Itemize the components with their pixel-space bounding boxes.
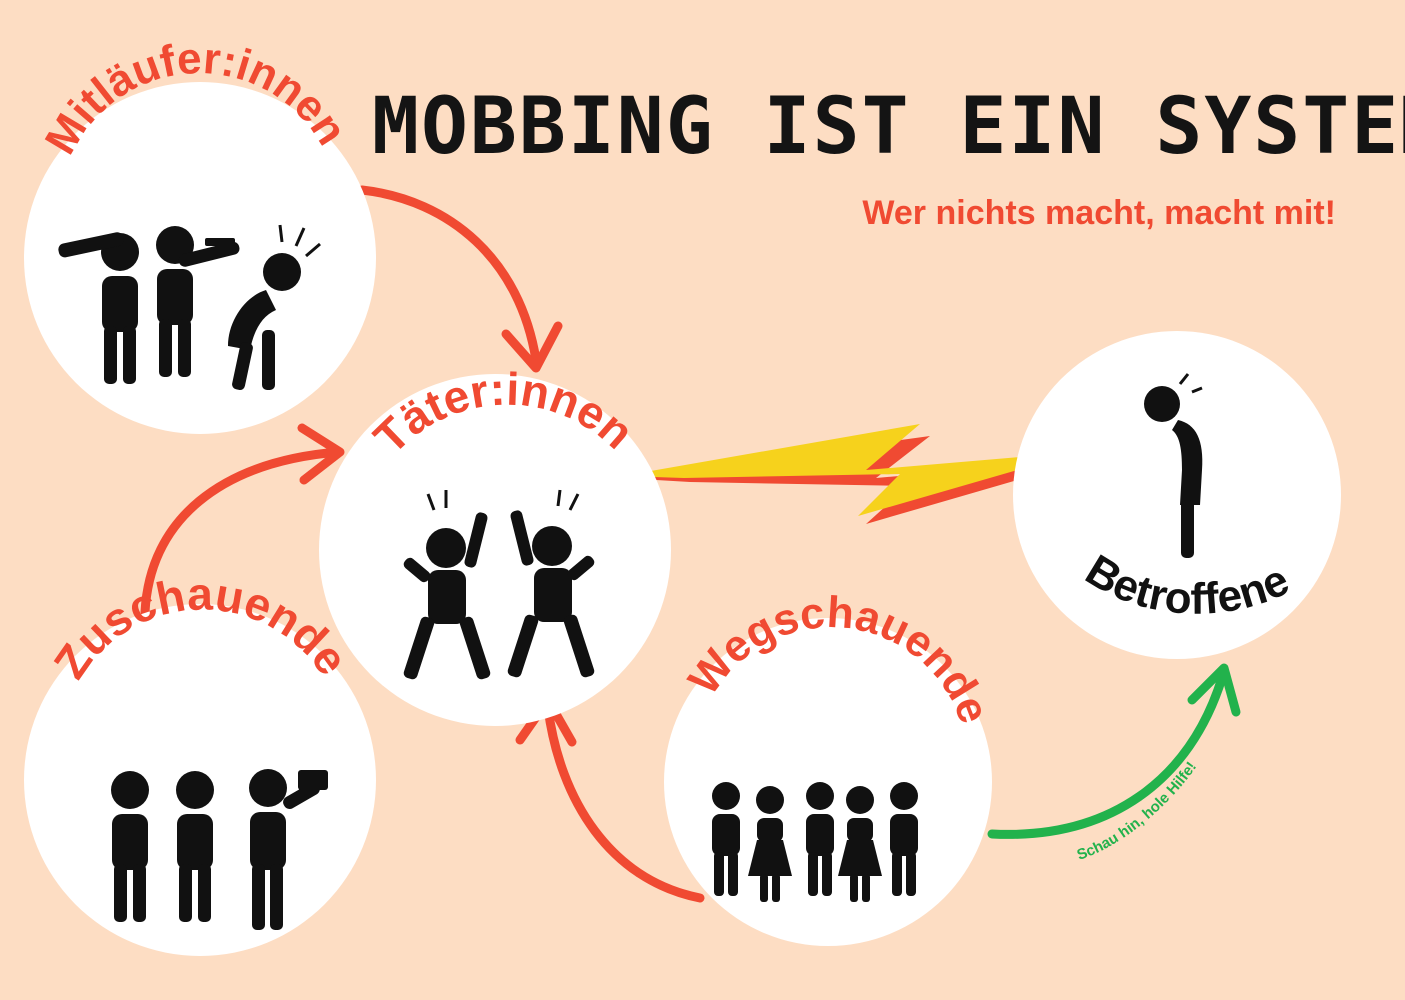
arrow-wegschauende-to-betroffene <box>987 663 1241 839</box>
page-title: MOBBING IST EIN SYSTEM <box>372 82 1405 172</box>
page-subtitle: Wer nichts macht, macht mit! <box>862 194 1336 232</box>
taeter-figures-icon <box>403 489 595 680</box>
circle-betroffene <box>1013 331 1341 659</box>
arrow-mitlaeufer-to-taeter <box>357 185 563 373</box>
lightning-bolt <box>622 424 1086 524</box>
zuschauende-figures-icon <box>111 769 328 930</box>
arrow-zuschauende-to-taeter <box>140 423 345 617</box>
mitlaeufer-figures-icon <box>58 224 321 391</box>
betroffene-figure-icon <box>1144 373 1203 558</box>
